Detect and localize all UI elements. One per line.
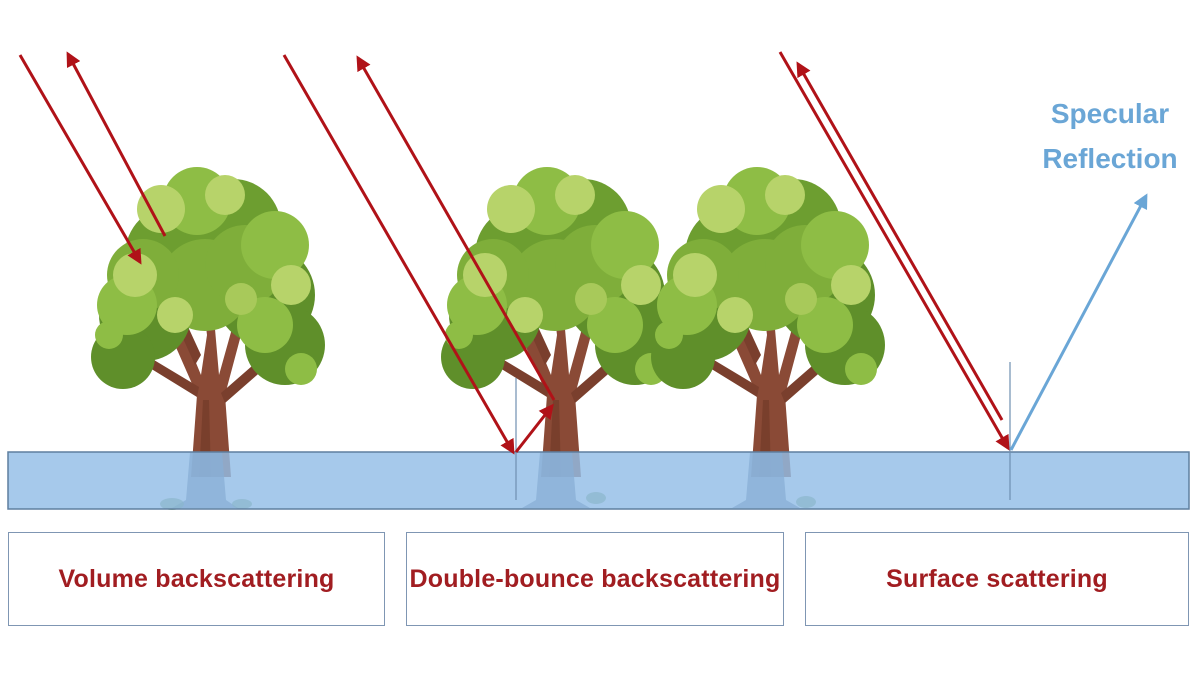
specular-line-1: Specular	[1050, 98, 1170, 129]
tree-illustration-right	[651, 167, 885, 477]
specular-reflection-arrow	[1009, 193, 1148, 451]
specular-line-2: Reflection	[1042, 142, 1178, 174]
water-surface	[7, 451, 1190, 510]
volume-return-arrow	[66, 51, 167, 237]
volume-incident-arrow	[18, 54, 142, 265]
double-bounce-backscattering-box: Double-bounce backscattering	[406, 532, 784, 626]
specular-reflection-label: Specular Reflection	[1030, 92, 1190, 182]
surface-scattering-label: Surface scattering	[886, 564, 1108, 593]
surface-scattering-box: Surface scattering	[805, 532, 1189, 626]
double-bounce-trunk-arrow	[514, 403, 554, 453]
surface-return-arrow	[796, 61, 1004, 421]
volume-backscattering-box: Volume backscattering	[8, 532, 385, 626]
tree-illustration-left	[91, 167, 325, 477]
double-bounce-incident-arrow	[282, 54, 515, 455]
tree-illustration-middle	[441, 167, 675, 477]
double-bounce-return-arrow	[356, 55, 556, 401]
surface-incident-arrow	[778, 51, 1010, 451]
volume-backscattering-label: Volume backscattering	[58, 564, 335, 593]
double-bounce-backscattering-label: Double-bounce backscattering	[409, 564, 781, 593]
